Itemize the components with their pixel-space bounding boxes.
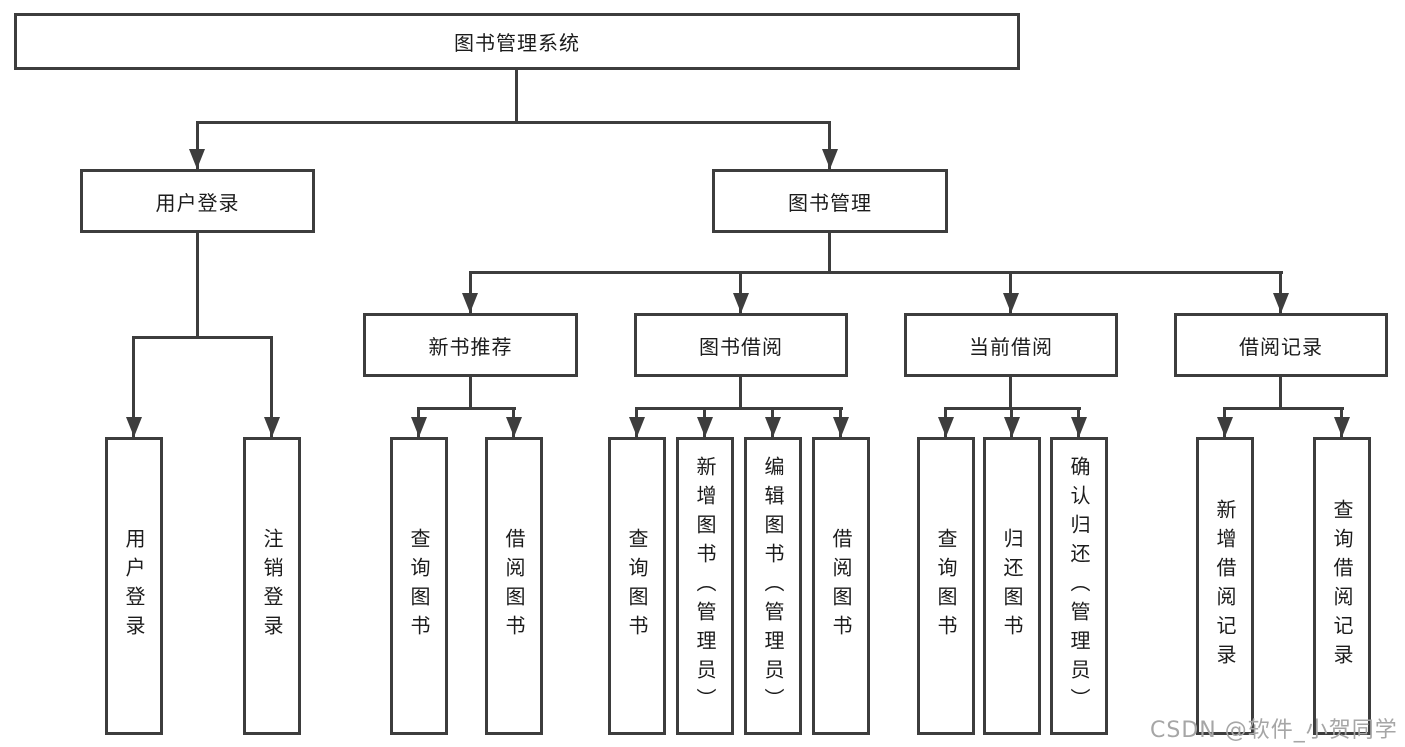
node-current-borrowing: 当前借阅 [904, 313, 1118, 377]
leaf-edit-book-admin-label: 编辑图书（管理员） [761, 455, 785, 717]
leaf-logout-label: 注销登录 [260, 528, 284, 644]
node-root-label: 图书管理系统 [454, 31, 580, 55]
leaf-add-book-admin: 新增图书（管理员） [676, 437, 734, 735]
connector-arrow [1071, 417, 1087, 437]
connector-arrow [1273, 293, 1289, 313]
connector-arrow [733, 293, 749, 313]
connector-line [1009, 377, 1012, 407]
connector-arrow [462, 293, 478, 313]
leaf-borrow-books-recommend-label: 借阅图书 [502, 528, 526, 644]
connector-line [196, 121, 199, 169]
leaf-logout: 注销登录 [243, 437, 301, 735]
leaf-query-books-recommend-label: 查询图书 [407, 528, 431, 644]
node-borrowing-records-label: 借阅记录 [1239, 334, 1323, 359]
leaf-return-books-label: 归还图书 [1000, 528, 1024, 644]
leaf-user-login: 用户登录 [105, 437, 163, 735]
leaf-query-borrow-record: 查询借阅记录 [1313, 437, 1371, 735]
connector-arrow [938, 417, 954, 437]
node-book-management-label: 图书管理 [788, 190, 872, 215]
connector-line [469, 377, 472, 407]
connector-arrow [765, 417, 781, 437]
connector-arrow [1003, 293, 1019, 313]
leaf-query-books-current: 查询图书 [917, 437, 975, 735]
leaf-query-books-current-label: 查询图书 [934, 528, 958, 644]
connector-line [132, 336, 273, 339]
leaf-borrow-books-recommend: 借阅图书 [485, 437, 543, 735]
node-current-borrowing-label: 当前借阅 [969, 334, 1053, 359]
connector-arrow [822, 149, 838, 169]
connector-line [635, 407, 843, 410]
connector-line [1009, 271, 1012, 313]
connector-line [1279, 377, 1282, 407]
leaf-borrow-books-borrowing: 借阅图书 [812, 437, 870, 735]
leaf-query-books-recommend: 查询图书 [390, 437, 448, 735]
node-new-book-recommendation-label: 新书推荐 [428, 334, 513, 359]
connector-arrow [833, 417, 849, 437]
leaf-return-books: 归还图书 [983, 437, 1041, 735]
connector-line [270, 336, 273, 437]
connector-line [739, 377, 742, 407]
connector-arrow [1004, 417, 1020, 437]
connector-arrow [126, 417, 142, 437]
leaf-user-login-label: 用户登录 [122, 528, 146, 644]
connector-line [132, 336, 135, 437]
connector-arrow [264, 417, 280, 437]
connector-arrow [411, 417, 427, 437]
csdn-watermark: CSDN @软件_小贺同学 [1150, 718, 1398, 743]
node-book-borrowing: 图书借阅 [634, 313, 848, 377]
connector-line [469, 271, 1283, 274]
connector-arrow [697, 417, 713, 437]
leaf-confirm-return-admin: 确认归还（管理员） [1050, 437, 1108, 735]
node-borrowing-records: 借阅记录 [1174, 313, 1388, 377]
connector-line [828, 233, 831, 271]
leaf-query-books-borrowing: 查询图书 [608, 437, 666, 735]
connector-line [739, 271, 742, 313]
node-user-login: 用户登录 [80, 169, 315, 233]
connector-line [469, 271, 472, 313]
leaf-add-book-admin-label: 新增图书（管理员） [693, 455, 717, 717]
connector-line [196, 121, 831, 124]
connector-arrow [1334, 417, 1350, 437]
node-root: 图书管理系统 [14, 13, 1020, 70]
connector-line [1279, 271, 1282, 313]
connector-arrow [629, 417, 645, 437]
node-book-borrowing-label: 图书借阅 [699, 334, 783, 359]
leaf-add-borrow-record: 新增借阅记录 [1196, 437, 1254, 735]
connector-line [515, 70, 518, 121]
leaf-edit-book-admin: 编辑图书（管理员） [744, 437, 802, 735]
connector-arrow [1217, 417, 1233, 437]
connector-line [828, 121, 831, 169]
leaf-query-books-borrowing-label: 查询图书 [625, 528, 649, 644]
connector-line [1223, 407, 1344, 410]
node-new-book-recommendation: 新书推荐 [363, 313, 578, 377]
connector-line [417, 407, 516, 410]
connector-arrow [506, 417, 522, 437]
connector-line [196, 233, 199, 336]
leaf-confirm-return-admin-label: 确认归还（管理员） [1067, 455, 1091, 717]
leaf-add-borrow-record-label: 新增借阅记录 [1213, 499, 1237, 673]
connector-arrow [189, 149, 205, 169]
node-user-login-label: 用户登录 [155, 190, 240, 215]
leaf-borrow-books-borrowing-label: 借阅图书 [829, 528, 853, 644]
node-book-management: 图书管理 [712, 169, 948, 233]
leaf-query-borrow-record-label: 查询借阅记录 [1330, 499, 1354, 673]
